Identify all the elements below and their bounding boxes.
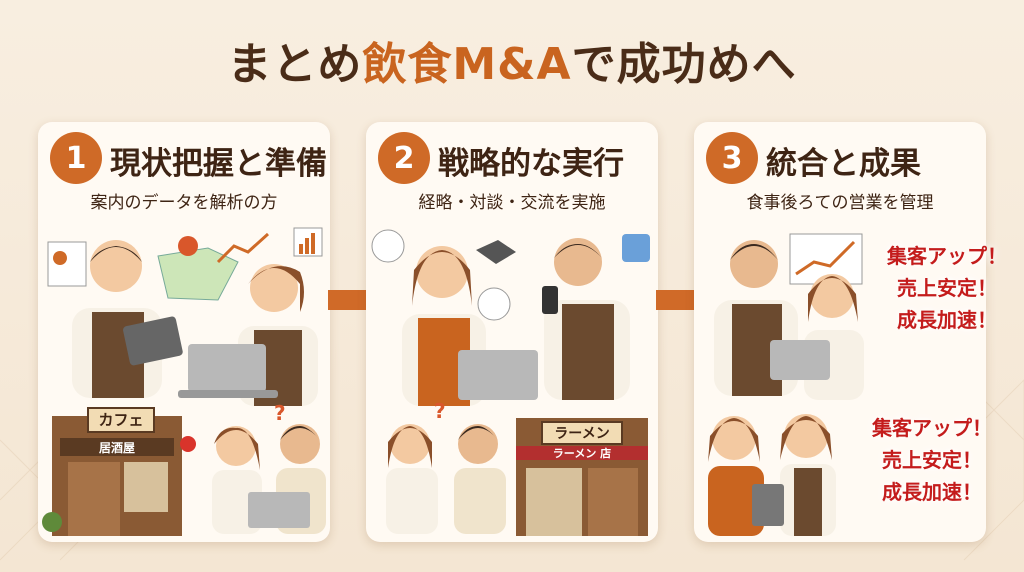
result-slogans-top: 集客アップ！ 売上安定！ 成長加速！	[872, 240, 1022, 336]
title-part-1: まとめ	[227, 39, 363, 90]
handshake-icon	[476, 240, 516, 264]
slogan-line: 売上安定！	[882, 448, 982, 472]
step-number-badge: 1	[50, 132, 102, 184]
slogan-line: 成長加速！	[897, 308, 997, 332]
cafe-sign-text: カフェ	[98, 411, 143, 429]
puzzle-icon	[622, 234, 650, 262]
ramen-curtain-text: ラーメン 店	[553, 446, 611, 460]
step-number-badge: 2	[378, 132, 430, 184]
cafe-sign	[87, 407, 155, 433]
ramen-shop	[516, 418, 648, 536]
slogan-line: 成長加速！	[882, 480, 982, 504]
step-title: 統合と成果	[766, 146, 921, 182]
bar-chart-icon	[293, 227, 323, 257]
report-document-icon	[47, 241, 87, 287]
location-pin-icon	[178, 236, 198, 256]
title-part-3: で成功めへ	[571, 39, 797, 90]
pie-chart-icon	[53, 251, 67, 265]
man-with-tablet	[72, 240, 183, 398]
man-with-phone	[542, 238, 630, 400]
slogan-line: 集客アップ！	[872, 416, 992, 440]
result-slogans-bottom: 集客アップ！ 売上安定！ 成長加速！	[852, 412, 1012, 508]
step-subtitle: 案内のデータを解析の方	[90, 193, 278, 213]
woman-with-laptop	[402, 246, 538, 406]
izakaya-sign-text: 居酒屋	[99, 441, 135, 455]
analysis-illustration: カフェ 居酒屋 ?	[42, 227, 326, 536]
svg-text:?: ?	[434, 399, 446, 423]
results-illustration	[708, 233, 864, 536]
staff-pair-with-laptop: ?	[212, 401, 326, 534]
chat-bubble-icon	[477, 287, 511, 321]
trend-arrow-icon	[216, 232, 270, 264]
step-subtitle: 経略・対談・交流を実施	[418, 193, 606, 213]
lantern-icon	[180, 436, 196, 452]
woman-with-laptop	[178, 264, 318, 406]
team-with-tablet	[714, 240, 864, 400]
step-card-1: 1 現状把握と準備 案内のデータを解析の方	[38, 122, 330, 542]
ramen-sign-text: ラーメン	[554, 426, 609, 442]
slogan-line: 売上安定！	[897, 276, 997, 300]
step-card-3: 3 統合と成果 食事後ろての営業を管理	[694, 122, 986, 542]
title-part-2: 飲食M&A	[362, 39, 572, 90]
plant-icon	[42, 512, 62, 532]
step-subtitle: 食事後ろての営業を管理	[746, 193, 934, 213]
celebrating-staff	[708, 414, 836, 536]
strategy-illustration: ? ラーメン ラーメン 店	[371, 229, 650, 536]
slogan-line: 集客アップ！	[887, 244, 1007, 268]
handshake-deal-scene: ?	[386, 399, 506, 534]
cafe-storefront	[42, 416, 182, 536]
page-title: まとめ飲食M&Aで成功めへ	[0, 28, 1024, 92]
svg-text:?: ?	[274, 401, 286, 425]
step-number-badge: 3	[706, 132, 758, 184]
step-title: 現状把握と準備	[110, 146, 327, 182]
step-card-2: 2 戦略的な実行 経略・対談・交流を実施	[366, 122, 658, 542]
idea-bubble-icon	[371, 229, 405, 263]
growth-chart-board	[789, 233, 863, 285]
step-title: 戦略的な実行	[438, 146, 624, 182]
